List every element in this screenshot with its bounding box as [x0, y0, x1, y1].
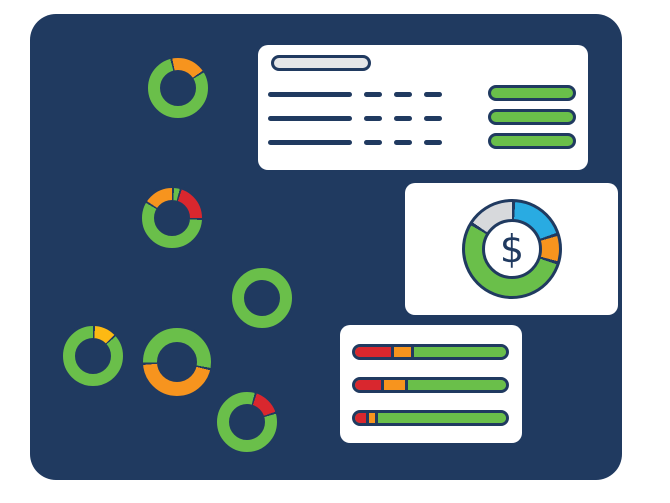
title-placeholder-pill [271, 55, 371, 71]
text-dash-placeholder [394, 92, 412, 97]
donut-hole [160, 70, 196, 106]
text-dash-placeholder [364, 140, 382, 145]
table-row [268, 140, 442, 145]
text-line-placeholder [268, 92, 352, 97]
bar-segment-orange [383, 380, 408, 390]
donut-chart-4 [60, 323, 126, 389]
donut-hole [157, 342, 197, 382]
donut-chart-1 [145, 55, 211, 121]
action-button[interactable] [488, 133, 576, 149]
text-dash-placeholder [424, 140, 442, 145]
money-card: $ [405, 183, 618, 315]
action-button[interactable] [488, 85, 576, 101]
donut-chart-6 [214, 389, 280, 455]
text-dash-placeholder [424, 116, 442, 121]
stacked-bar-2 [352, 377, 509, 393]
table-row [268, 92, 442, 97]
text-line-placeholder [268, 140, 352, 145]
donut-hole: $ [482, 219, 542, 279]
donut-hole [75, 338, 111, 374]
bar-segment-red [355, 380, 384, 390]
table-card [258, 45, 588, 170]
dollar-donut-chart: $ [462, 199, 562, 299]
bar-segment-orange [394, 347, 414, 357]
donut-chart-5 [140, 325, 214, 399]
table-row [268, 116, 442, 121]
bar-segment-green [377, 413, 506, 423]
text-dash-placeholder [364, 92, 382, 97]
text-dash-placeholder [394, 140, 412, 145]
bar-segment-red [355, 347, 395, 357]
stacked-bar-3 [352, 410, 509, 426]
dollar-sign: $ [499, 227, 525, 271]
stacked-bar-1 [352, 344, 509, 360]
donut-hole [154, 200, 190, 236]
donut-chart-2 [139, 185, 205, 251]
progress-bars-card [340, 325, 522, 443]
bar-segment-green [407, 380, 506, 390]
text-dash-placeholder [424, 92, 442, 97]
donut-hole [229, 404, 265, 440]
donut-hole [244, 280, 280, 316]
text-dash-placeholder [364, 116, 382, 121]
bar-segment-green [413, 347, 506, 357]
donut-chart-3 [229, 265, 295, 331]
text-line-placeholder [268, 116, 352, 121]
bar-segment-red [355, 413, 369, 423]
action-button[interactable] [488, 109, 576, 125]
bar-segment-orange [368, 413, 378, 423]
text-dash-placeholder [394, 116, 412, 121]
